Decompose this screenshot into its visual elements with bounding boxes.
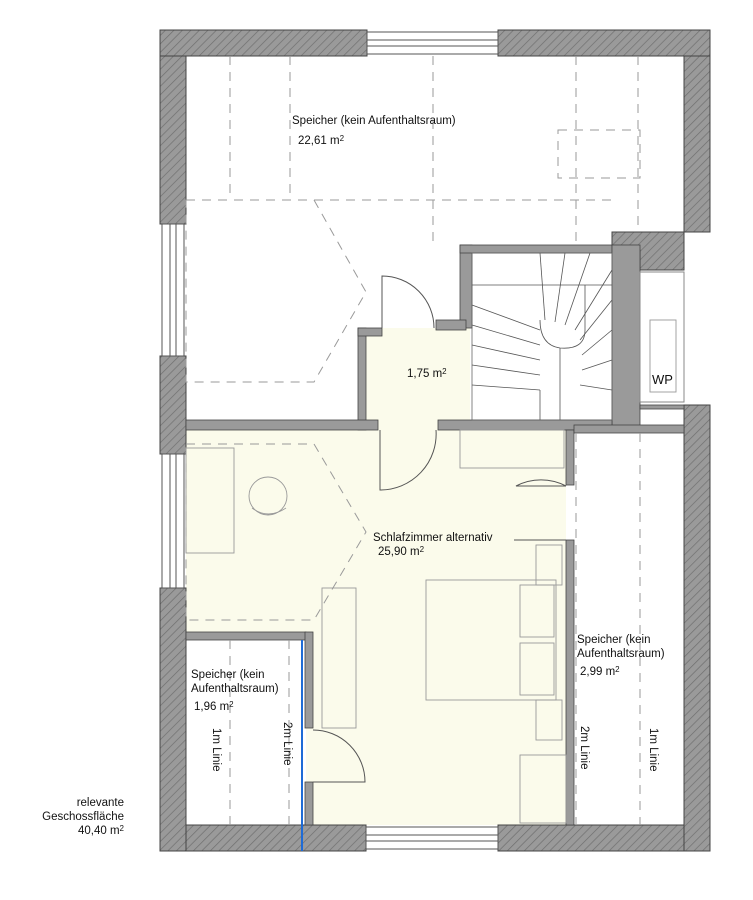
right-2m-line-label: 2m Linie xyxy=(578,726,590,770)
right-1m-line-label: 1m Linie xyxy=(647,728,659,772)
landing-area: 1,75 m xyxy=(407,368,443,380)
speicher-left-unit: 2 xyxy=(229,700,234,709)
room-area-speicher-top: 22,61 m2 xyxy=(298,134,344,148)
speicher-top-area: 22,61 m xyxy=(298,135,340,147)
schlafzimmer-name: Schlafzimmer alternativ xyxy=(373,532,493,544)
room-name-speicher-right: Speicher (kein Aufenthaltsraum) xyxy=(577,633,665,661)
summary-line1: relevante xyxy=(76,797,124,809)
room-area-speicher-right: 2,99 m2 xyxy=(580,665,620,679)
left-2m-line-label: 2m Linie xyxy=(281,722,293,766)
room-area-landing: 1,75 m2 xyxy=(407,367,447,381)
landing-unit: 2 xyxy=(442,367,447,376)
room-name-speicher-top: Speicher (kein Aufenthaltsraum) xyxy=(292,114,456,128)
wp-text: WP xyxy=(652,372,673,387)
speicher-left-area: 1,96 m xyxy=(194,701,230,713)
room-name-schlafzimmer: Schlafzimmer alternativ xyxy=(373,531,493,545)
summary-area-row: 40,40 m2 xyxy=(20,824,124,838)
speicher-left-line1: Speicher (kein xyxy=(191,669,265,681)
speicher-right-line1: Speicher (kein xyxy=(577,634,651,646)
furniture xyxy=(185,319,677,824)
wp-label: WP xyxy=(652,373,673,387)
interior-walls xyxy=(185,244,685,826)
speicher-left-line2: Aufenthaltsraum) xyxy=(191,683,279,695)
doors xyxy=(312,275,567,783)
left-1m-line-label: 1m Linie xyxy=(210,728,222,772)
summary-unit: 2 xyxy=(119,824,124,833)
room-name-speicher-left: Speicher (kein Aufenthaltsraum) xyxy=(191,668,279,696)
speicher-top-unit: 2 xyxy=(339,134,345,143)
schlafzimmer-area: 25,90 m xyxy=(378,546,420,558)
summary-line2: Geschossfläche xyxy=(42,811,124,823)
speicher-top-name: Speicher (kein Aufenthaltsraum) xyxy=(292,115,456,127)
room-area-speicher-left: 1,96 m2 xyxy=(194,700,234,714)
speicher-right-line2: Aufenthaltsraum) xyxy=(577,648,665,660)
room-area-schlafzimmer: 25,90 m2 xyxy=(378,545,424,559)
schlafzimmer-unit: 2 xyxy=(419,545,425,554)
room-highlight xyxy=(186,328,568,825)
speicher-right-area: 2,99 m xyxy=(580,666,616,678)
windows xyxy=(161,31,685,850)
summary-area: 40,40 m xyxy=(77,825,120,837)
dashed-lines xyxy=(185,56,641,825)
summary-block: relevante Geschossfläche 40,40 m2 xyxy=(20,796,124,838)
speicher-right-unit: 2 xyxy=(615,665,620,674)
staircase xyxy=(471,252,613,421)
